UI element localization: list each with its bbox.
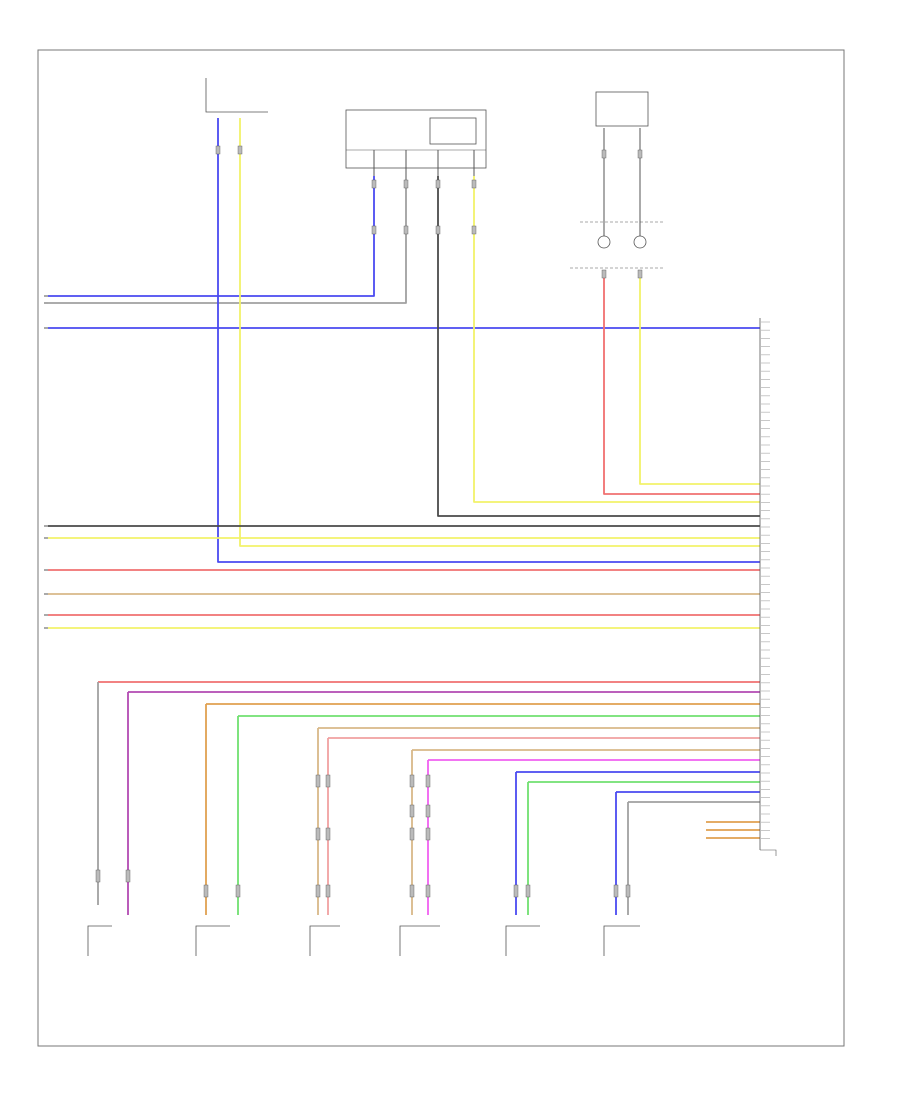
- pin: [513, 884, 519, 898]
- pin: [215, 145, 221, 155]
- outer-frame: [37, 49, 845, 1047]
- pin: [471, 179, 477, 189]
- pin: [471, 225, 477, 235]
- pin: [403, 225, 409, 235]
- module-sub-box: [429, 117, 477, 145]
- module-box: [345, 109, 487, 169]
- wire-black: [437, 176, 760, 517]
- pin: [125, 869, 131, 883]
- pin: [409, 804, 415, 818]
- sensor-box: [595, 91, 649, 127]
- pin: [237, 145, 243, 155]
- pin: [425, 804, 431, 818]
- pin: [403, 179, 409, 189]
- sensor-bracket: [195, 925, 230, 956]
- wires: [44, 118, 760, 915]
- components: [87, 78, 664, 956]
- pin: [637, 149, 643, 159]
- control-module-connector: [759, 318, 777, 856]
- pin: [601, 149, 607, 159]
- pin: [425, 884, 431, 898]
- pin: [409, 827, 415, 841]
- wire-yellow: [239, 118, 760, 547]
- pin: [435, 179, 441, 189]
- sensor-bracket: [399, 925, 440, 956]
- pin: [325, 884, 331, 898]
- wire-blue: [217, 118, 760, 563]
- pin: [409, 774, 415, 788]
- pin: [371, 179, 377, 189]
- pin: [371, 225, 377, 235]
- wire-blue: [48, 176, 375, 297]
- pin: [409, 884, 415, 898]
- sensor-bracket: [603, 925, 640, 956]
- wire-gray: [48, 176, 407, 304]
- pin: [315, 884, 321, 898]
- connector-end: [760, 849, 777, 856]
- pin: [235, 884, 241, 898]
- wire-yellow: [639, 276, 760, 485]
- bulb-right: [633, 235, 647, 249]
- pin: [425, 827, 431, 841]
- pin: [435, 225, 441, 235]
- bulb-left: [597, 235, 611, 249]
- wire-red: [603, 276, 760, 495]
- pin: [95, 869, 101, 883]
- pin: [637, 269, 643, 279]
- pin: [525, 884, 531, 898]
- sensor-bracket: [87, 925, 112, 956]
- pin: [613, 884, 619, 898]
- supply-bracket: [205, 78, 268, 113]
- pin: [315, 774, 321, 788]
- pin: [325, 827, 331, 841]
- pin: [203, 884, 209, 898]
- pin: [315, 827, 321, 841]
- sensor-bracket: [505, 925, 540, 956]
- pin: [625, 884, 631, 898]
- pin: [325, 774, 331, 788]
- pin: [601, 269, 607, 279]
- sensor-bracket: [309, 925, 340, 956]
- diagram-border: [37, 49, 845, 1047]
- pin: [425, 774, 431, 788]
- wire-yellow: [473, 176, 760, 503]
